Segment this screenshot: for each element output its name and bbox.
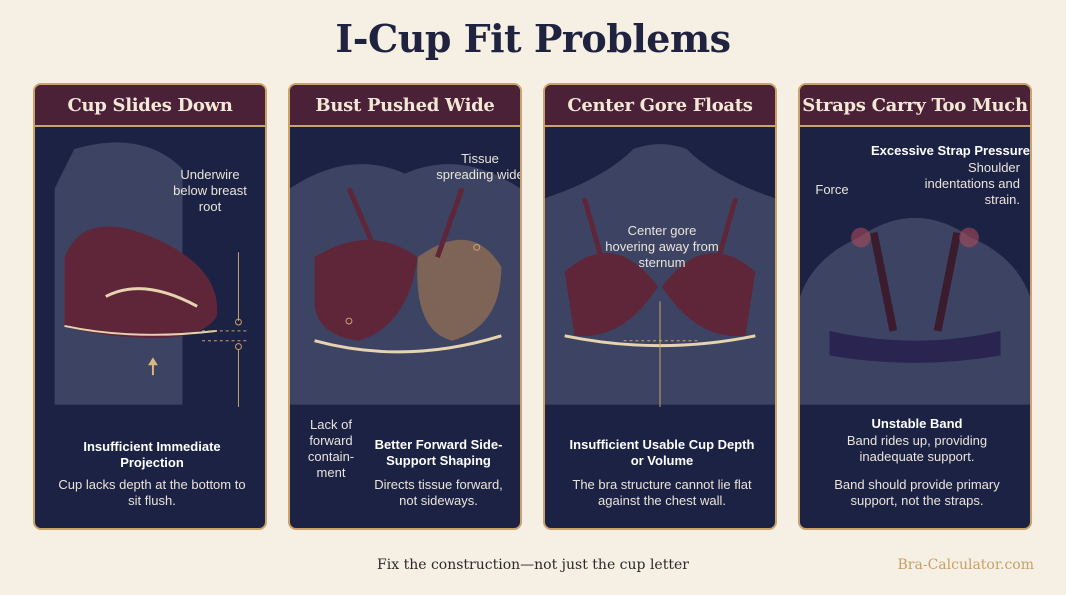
panel-heading: Straps Carry Too Much <box>800 85 1030 127</box>
back-strap-illustration <box>800 217 1030 405</box>
panel-heading: Cup Slides Down <box>35 85 265 127</box>
panel-center-gore-floats: Center Gore Floats Center gore hovering … <box>543 83 777 530</box>
brand-link[interactable]: Bra-Calculator.com <box>897 557 1034 573</box>
panel-heading: Center Gore Floats <box>545 85 775 127</box>
callout-underwire: Underwire below breast root <box>173 167 247 214</box>
footer-tagline: Fix the construction—not just the cup le… <box>377 557 689 573</box>
force-label: Force <box>815 182 849 197</box>
problem-heading: Insufficient Usable Cup Depth or Volume <box>569 437 755 468</box>
panel-heading: Bust Pushed Wide <box>290 85 520 127</box>
side-profile-illustration <box>54 142 247 407</box>
strap-pressure-desc: Shoulder indentations and strain. <box>924 160 1020 207</box>
center-gore-illustration <box>545 144 775 407</box>
problem-heading: Unstable Band <box>871 416 963 431</box>
panel-straps-carry-too-much: Straps Carry Too Much Excessive Strap Pr… <box>798 83 1032 530</box>
problem-description-2: Band should provide primary support, not… <box>834 477 1000 508</box>
problem-heading: Better Forward Side-Support Shaping <box>374 437 503 468</box>
front-bust-illustration <box>290 164 520 405</box>
panel-cup-slides-down: Cup Slides Down Underwire below breast r… <box>33 83 267 530</box>
problem-heading: Insufficient Immediate Projection <box>83 439 221 470</box>
callout-lack-containment: Lack of forward contain-ment <box>307 417 355 480</box>
problem-description: Band rides up, providing inadequate supp… <box>846 433 988 464</box>
problem-description: The bra structure cannot lie flat agains… <box>572 477 752 508</box>
page-title: I-Cup Fit Problems <box>335 16 731 61</box>
panel-bust-pushed-wide: Bust Pushed Wide Tissue spreading wide L… <box>288 83 522 530</box>
problem-description: Directs tissue forward, not sideways. <box>374 477 503 508</box>
problem-description: Cup lacks depth at the bottom to sit flu… <box>58 477 246 508</box>
callout-center-gore: Center gore hovering away from sternum <box>605 223 719 270</box>
callout-tissue-spreading: Tissue spreading wide <box>436 151 522 182</box>
strap-pressure-heading: Excessive Strap Pressure <box>871 143 1030 158</box>
